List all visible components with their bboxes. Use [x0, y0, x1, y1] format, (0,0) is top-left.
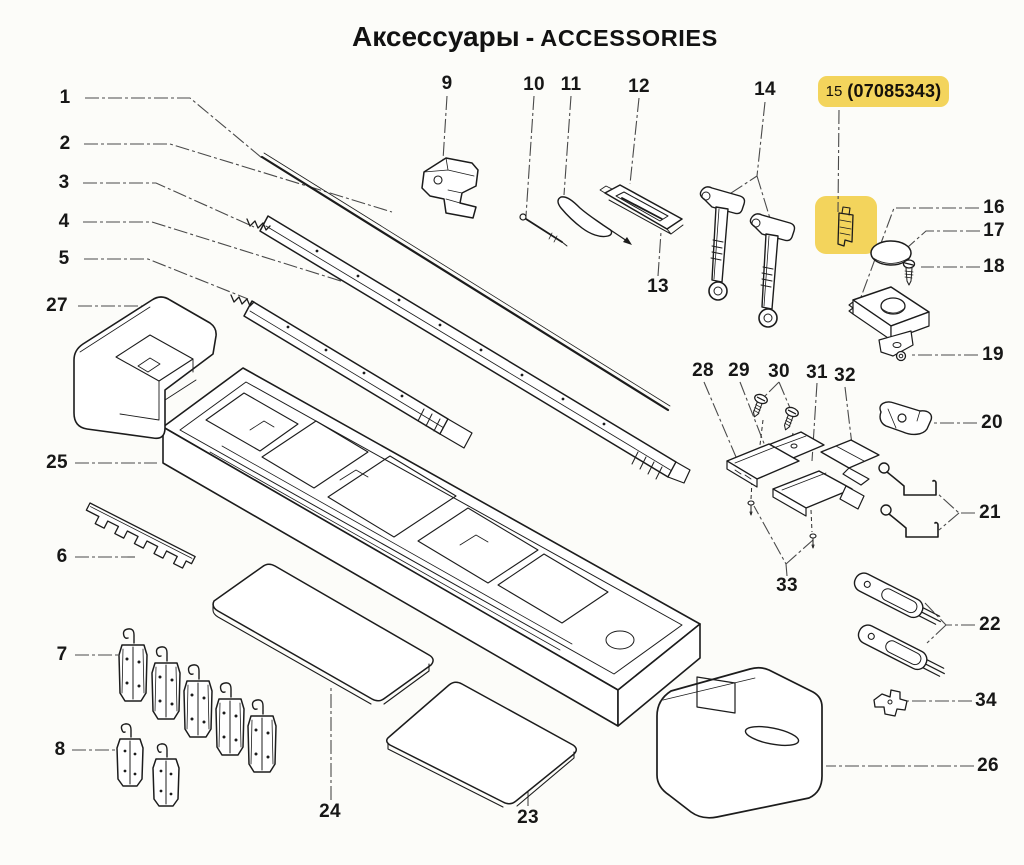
- part-drawing-foam-tray: [162, 367, 701, 727]
- part-drawing-threaded-rod: [519, 213, 568, 247]
- part-drawing-washer: [895, 350, 907, 362]
- part-drawing-sheet-23: [386, 681, 577, 808]
- part-drawing-dust-cover: [656, 666, 823, 819]
- callout-22: 22: [979, 614, 1001, 635]
- page-title-english: ACCESSORIES: [540, 25, 718, 51]
- part-drawing-sheet-24: [212, 563, 434, 705]
- callout-13: 13: [647, 276, 669, 297]
- part-drawing-mount-plate: [848, 286, 930, 357]
- callout-7: 7: [56, 644, 68, 665]
- callout-10: 10: [523, 74, 545, 95]
- part-drawing-clamps: [699, 186, 796, 328]
- part-drawing-cap-disc: [870, 240, 912, 266]
- callout-29: 29: [728, 360, 750, 381]
- part-drawing-bracket: [421, 157, 479, 219]
- callout-8: 8: [54, 739, 66, 760]
- part-drawing-wire-springs: [878, 462, 939, 538]
- callout-19: 19: [982, 344, 1004, 365]
- callout-28: 28: [692, 360, 714, 381]
- part-drawing-slotted-plate: [599, 184, 684, 235]
- callout-2: 2: [59, 133, 71, 154]
- highlighted-part-code: (07085343): [847, 81, 942, 101]
- callout-30: 30: [768, 361, 790, 382]
- page-title-separator: -: [525, 22, 535, 52]
- callout-11: 11: [560, 74, 582, 95]
- part-drawing-clip-15: [837, 206, 854, 247]
- callout-12: 12: [628, 76, 650, 97]
- callout-33: 33: [776, 575, 798, 596]
- callout-25: 25: [46, 452, 68, 473]
- part-drawing-comb: [85, 502, 196, 569]
- part-drawing-latch: [879, 401, 933, 436]
- callout-9: 9: [441, 73, 453, 94]
- part-drawing-keys: [853, 572, 945, 677]
- callout-24: 24: [319, 801, 341, 822]
- part-drawing-cross-clip: [873, 689, 908, 717]
- callout-21: 21: [979, 502, 1001, 523]
- part-drawing-tension-rod: [260, 152, 671, 412]
- callout-4: 4: [58, 211, 70, 232]
- part-drawing-small-screws-33: [747, 500, 817, 549]
- callout-16: 16: [983, 197, 1005, 218]
- callout-3: 3: [58, 172, 70, 193]
- callout-1: 1: [59, 87, 71, 108]
- callout-23: 23: [517, 807, 539, 828]
- part-drawing-transfer-tool: [557, 196, 632, 245]
- part-drawing-claw-weights-small: [116, 723, 180, 807]
- part-drawing-screw-18: [902, 259, 916, 286]
- part-drawing-short-rail: [230, 294, 473, 449]
- highlighted-part-label: 15 (07085343): [818, 76, 949, 107]
- callout-5: 5: [58, 248, 70, 269]
- callout-20: 20: [981, 412, 1003, 433]
- highlighted-part-number: 15: [825, 83, 843, 100]
- callout-26: 26: [977, 755, 999, 776]
- callout-17: 17: [983, 220, 1005, 241]
- callout-14: 14: [754, 79, 776, 100]
- part-drawing-long-rail: [246, 215, 691, 484]
- callout-6: 6: [56, 546, 68, 567]
- part-drawing-slider-assembly: [726, 392, 880, 549]
- part-drawing-end-cover: [73, 296, 217, 440]
- callout-27: 27: [46, 295, 68, 316]
- callout-32: 32: [834, 365, 856, 386]
- leader-lines: [72, 95, 980, 806]
- callout-18: 18: [983, 256, 1005, 277]
- callout-34: 34: [975, 690, 997, 711]
- page-title: Аксессуары-ACCESSORIES: [352, 21, 718, 53]
- page-title-russian: Аксессуары: [352, 21, 520, 52]
- highlighted-part-marker: [815, 196, 877, 254]
- callout-31: 31: [806, 362, 828, 383]
